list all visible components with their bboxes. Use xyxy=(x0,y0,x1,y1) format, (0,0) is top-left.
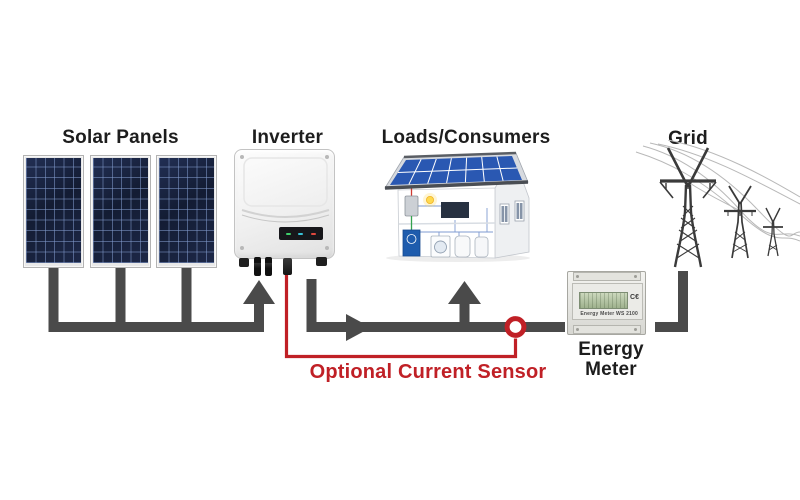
transmission-tower-icon xyxy=(724,185,756,259)
screw-icon xyxy=(634,328,637,331)
mc4-connector-icon xyxy=(265,257,272,276)
inverter-seam xyxy=(241,157,330,223)
arrow-flow-right-icon xyxy=(346,314,371,341)
meter-lcd-display xyxy=(579,292,628,309)
floor-divider xyxy=(398,222,496,225)
energy-meter-icon: C€ Energy Meter WS 2100 xyxy=(567,271,646,335)
ce-mark: C€ xyxy=(630,294,639,301)
solar-panel-icon xyxy=(156,155,217,268)
meter-model-text: Energy Meter WS 2100 xyxy=(580,311,638,317)
meter-bottom-flange xyxy=(573,325,641,334)
mc4-connector-icon xyxy=(254,257,261,276)
ac-connector-icon xyxy=(316,257,327,266)
energy-meter-label: Energy Meter xyxy=(561,340,661,380)
transmission-tower-icon xyxy=(659,147,717,268)
washer-door xyxy=(434,240,447,254)
roof-panel-grid xyxy=(397,156,518,185)
arrow-into-inverter-icon xyxy=(243,280,275,304)
screw-icon xyxy=(634,275,637,278)
screw-icon xyxy=(576,275,579,278)
energy-meter-label-line1: Energy xyxy=(578,339,644,360)
inverter-label: Inverter xyxy=(251,127,324,148)
solar-panel-cells xyxy=(159,158,214,263)
sensor-port-connector-icon xyxy=(283,258,292,275)
inverter-icon xyxy=(234,149,335,276)
solar-panel-icon xyxy=(90,155,151,268)
house-icon xyxy=(384,151,530,262)
solar-panels-label: Solar Panels xyxy=(62,127,179,148)
battery-logo xyxy=(406,234,417,244)
screw-icon xyxy=(240,246,244,250)
power-lines xyxy=(635,140,800,242)
meter-face: C€ Energy Meter WS 2100 xyxy=(572,283,643,320)
solar-panel-cells xyxy=(26,158,81,263)
connector-icon xyxy=(239,258,249,267)
optional-current-sensor-label: Optional Current Sensor xyxy=(309,361,547,383)
loads-consumers-label: Loads/Consumers xyxy=(381,127,551,148)
wire-ac-bus xyxy=(306,279,565,332)
screw-icon xyxy=(240,155,244,159)
inverter-display xyxy=(279,227,323,240)
led-green-icon xyxy=(285,232,291,235)
solar-panel-icon xyxy=(23,155,84,268)
window-icon xyxy=(514,200,525,222)
grid-label: Grid xyxy=(668,128,708,149)
solar-panel-cells xyxy=(93,158,148,263)
wire-meter-to-grid xyxy=(655,271,688,332)
light-bulb-icon xyxy=(426,196,435,205)
water-heater-icon xyxy=(454,235,471,258)
grid-towers-icon xyxy=(635,140,800,268)
screw-icon xyxy=(576,328,579,331)
battery-icon xyxy=(402,229,421,257)
meter-top-flange xyxy=(573,272,641,281)
transmission-tower-icon xyxy=(763,207,783,257)
wire-current-sensor xyxy=(284,274,518,359)
led-blue-icon xyxy=(298,232,304,235)
wall-inverter-icon xyxy=(404,195,419,217)
tv-icon xyxy=(441,202,469,218)
screw-icon xyxy=(325,155,329,159)
window-icon xyxy=(499,203,510,225)
energy-meter-label-line2: Meter xyxy=(585,358,637,380)
arrow-into-loads-icon xyxy=(448,281,481,304)
boiler-icon xyxy=(474,236,489,258)
screw-icon xyxy=(325,246,329,250)
led-red-icon xyxy=(311,232,317,235)
roof-ridge xyxy=(403,151,517,159)
roof-fascia xyxy=(384,180,529,190)
current-sensor-icon xyxy=(504,316,527,338)
wire-dc-bus xyxy=(49,302,264,332)
